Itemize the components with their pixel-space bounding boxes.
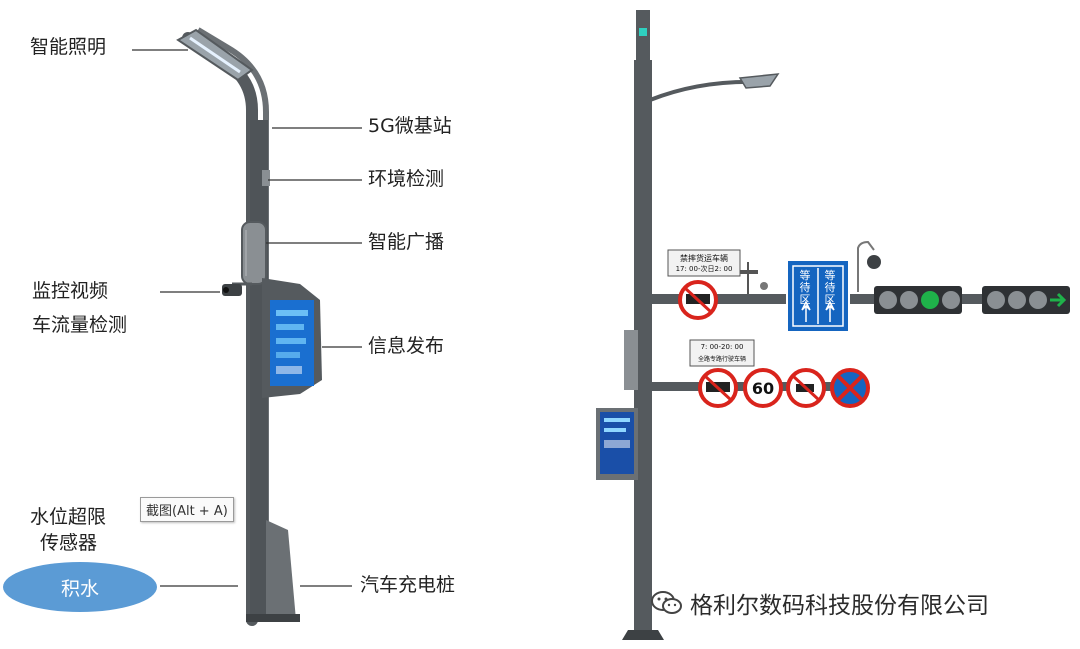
label-traffic-detection: 车流量检测 (32, 314, 128, 336)
sign-mid-text-1: 7: 00-20: 00 (700, 343, 744, 351)
charger-base (266, 520, 296, 620)
watermark: 格利尔数码科技股份有限公司 (650, 586, 989, 620)
green-arrow-icon (1050, 292, 1067, 308)
label-video-monitoring: 监控视频 (32, 280, 109, 302)
label-env-monitoring: 环境检测 (368, 168, 445, 190)
camera (222, 284, 242, 296)
wechat-icon (651, 591, 682, 614)
left-smart-pole-illustration (132, 27, 362, 626)
label-ev-charger: 汽车充电桩 (360, 574, 456, 596)
label-info-release: 信息发布 (368, 335, 445, 357)
sign-top-text-2: 17: 00-次日2: 00 (675, 265, 733, 273)
label-5g-micro-base-station: 5G微基站 (368, 115, 452, 137)
env-sensor (262, 170, 270, 186)
speed-limit-sign (743, 368, 783, 408)
speed-limit-value: 60 (751, 379, 775, 398)
cabinet-box (624, 330, 638, 390)
sign-top-text-1: 禁摔货运车辆 (680, 254, 728, 263)
sign-mid-text-2: 全路专路行驶车辆 (697, 356, 746, 363)
label-smart-lighting: 智能照明 (30, 36, 107, 58)
main-pole (634, 60, 652, 630)
lamp-arm (182, 32, 258, 626)
water-accumulation-badge: 积水 (3, 562, 157, 612)
lamp-head-right (738, 73, 780, 89)
text-sign-mid (689, 339, 755, 367)
speaker-box (241, 221, 267, 285)
label-water-sensor-line1: 水位超限 (30, 506, 107, 528)
label-water-sensor-line2: 传感器 (40, 532, 98, 554)
label-smart-broadcast: 智能广播 (368, 231, 445, 253)
waiting-zone-text-left: 等待区 (799, 269, 811, 306)
dome-camera (867, 255, 881, 269)
watermark-text: 格利尔数码科技股份有限公司 (690, 593, 989, 619)
text-sign-top (667, 249, 741, 277)
screenshot-tooltip: 截图(Alt + A) (140, 497, 234, 522)
right-traffic-pole-illustration (596, 10, 1070, 640)
waiting-zone-text-right: 等待区 (824, 269, 836, 306)
